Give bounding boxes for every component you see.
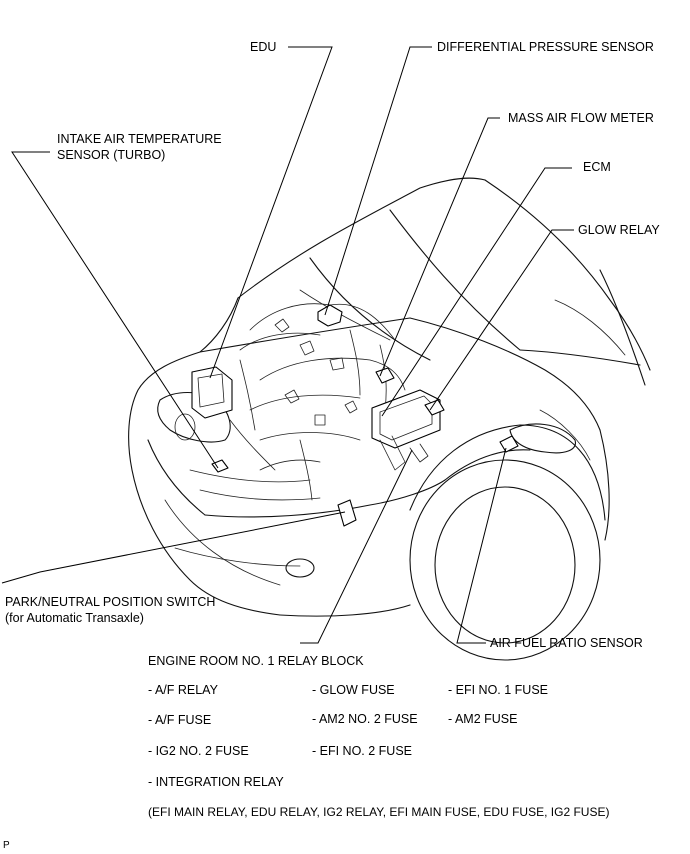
intake-air-temperature-label-line1: INTAKE AIR TEMPERATURE (57, 132, 222, 146)
relay-block-item: - EFI NO. 2 FUSE (312, 744, 413, 758)
differential-pressure-sensor-label: DIFFERENTIAL PRESSURE SENSOR (437, 40, 654, 54)
air-fuel-ratio-sensor-part (499, 435, 519, 453)
leader-lines (1, 46, 574, 644)
component-parts (191, 304, 519, 527)
park-neutral-position-switch-label-line1: PARK/NEUTRAL POSITION SWITCH (5, 595, 216, 609)
glow-relay-part (424, 399, 445, 416)
car-body-drawing (128, 177, 651, 661)
relay-block-item: - AM2 FUSE (448, 712, 518, 726)
relay-block-item: - AM2 NO. 2 FUSE (312, 712, 418, 726)
intake-air-temperature-label-line2: SENSOR (TURBO) (57, 148, 166, 162)
park-neutral-position-switch-part (337, 499, 357, 527)
relay-block-note: (EFI MAIN RELAY, EDU RELAY, IG2 RELAY, E… (148, 805, 610, 819)
corner-mark: P (3, 840, 10, 851)
relay-block-item: - IG2 NO. 2 FUSE (148, 744, 249, 758)
intake-air-temperature-sensor-part (211, 459, 229, 473)
park-neutral-position-switch-label-line2: (for Automatic Transaxle) (5, 611, 144, 625)
ecm-unit (371, 389, 441, 449)
edu-unit (191, 366, 233, 419)
relay-block-item: - GLOW FUSE (312, 683, 395, 697)
glow-relay-label: GLOW RELAY (578, 223, 660, 237)
relay-block-item: - INTEGRATION RELAY (148, 775, 284, 789)
relay-block-item: - A/F RELAY (148, 683, 218, 697)
edu-label: EDU (250, 40, 277, 54)
relay-block-item: - EFI NO. 1 FUSE (448, 683, 549, 697)
ecm-label: ECM (583, 160, 611, 174)
relay-block-item: - A/F FUSE (148, 713, 212, 727)
mass-air-flow-meter-part (375, 367, 395, 384)
differential-pressure-sensor-part (317, 304, 343, 327)
relay-block-title: ENGINE ROOM NO. 1 RELAY BLOCK (148, 654, 364, 668)
air-fuel-ratio-sensor-label: AIR FUEL RATIO SENSOR (490, 636, 643, 650)
mass-air-flow-meter-label: MASS AIR FLOW METER (508, 111, 654, 125)
